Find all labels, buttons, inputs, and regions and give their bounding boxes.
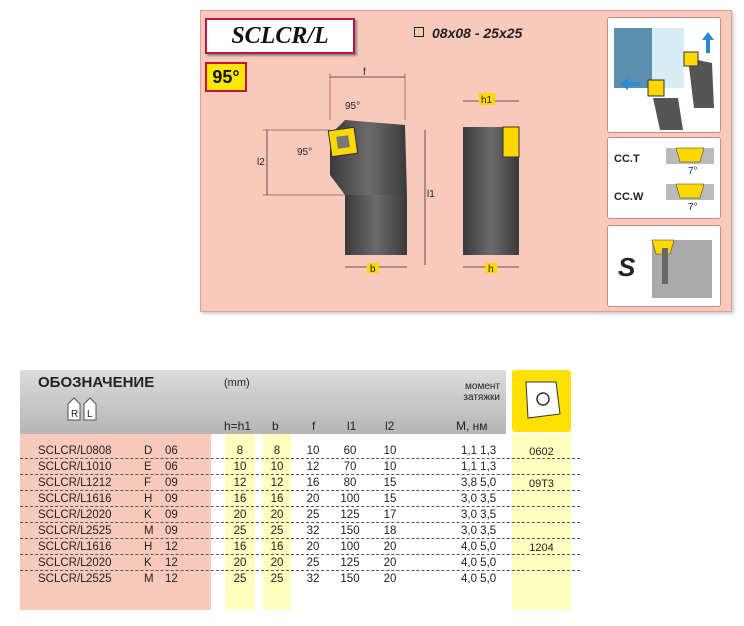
arrow-left-icon [620,78,640,90]
cc-t-label: CC.T [614,153,640,165]
torque-line-2: затяжки [463,392,500,403]
table-title: ОБОЗНАЧЕНИЕ [38,374,155,391]
product-code-title: SCLCR/L [205,18,355,54]
clamping-illustration: S [618,239,712,298]
col-header-f: f [312,419,316,433]
insert-header [512,370,571,432]
dim-b: b [370,264,376,275]
dim-angle-a: 95° [345,101,360,112]
arrow-up-icon [702,32,714,53]
shank-front [345,195,407,255]
dim-f: f [363,67,366,78]
insert-icon [525,381,561,419]
insert-09t3: 09T3 [528,478,555,490]
hand-icon: R L [67,397,97,421]
application-illustration [614,28,714,130]
insert-0602: 0602 [529,446,554,458]
angle-t: 7° [688,166,698,177]
unit-label: (mm) [224,377,250,389]
angle-w: 7° [688,202,698,213]
tool-drawing: f 95° 95° l2 l1 b h1 h [257,67,520,275]
size-range: 08x08 - 25x25 [414,25,522,41]
col-header-l1: l1 [347,419,357,433]
insert-type-card: CC.T 7° CC.W 7° [607,137,721,219]
torque-line-1: момент [465,381,500,392]
cc-w-label: CC.W [614,191,644,203]
col-header-b: b [272,419,279,433]
hand-r-label: R [71,409,78,420]
dim-angle-b: 95° [297,147,312,158]
insert-profiles: CC.T 7° CC.W 7° [614,147,714,213]
size-range-text: 08x08 - 25x25 [432,25,523,41]
table-header-bar [20,370,506,434]
col-header-l2: l2 [385,419,395,433]
dim-h: h [488,264,494,275]
clamping-card: S [607,225,721,307]
col-header-h: h=h1 [224,419,252,433]
insert-1204: 1204 [529,542,554,554]
square-icon [414,27,424,37]
application-card [607,17,721,133]
dim-l2: l2 [257,157,265,168]
s-label: S [618,252,636,282]
col-header-m: M, нм [456,419,488,433]
angle-badge: 95° [205,62,247,92]
hand-l-label: L [87,409,93,420]
dim-l1: l1 [427,189,435,200]
dim-h1: h1 [481,95,493,106]
